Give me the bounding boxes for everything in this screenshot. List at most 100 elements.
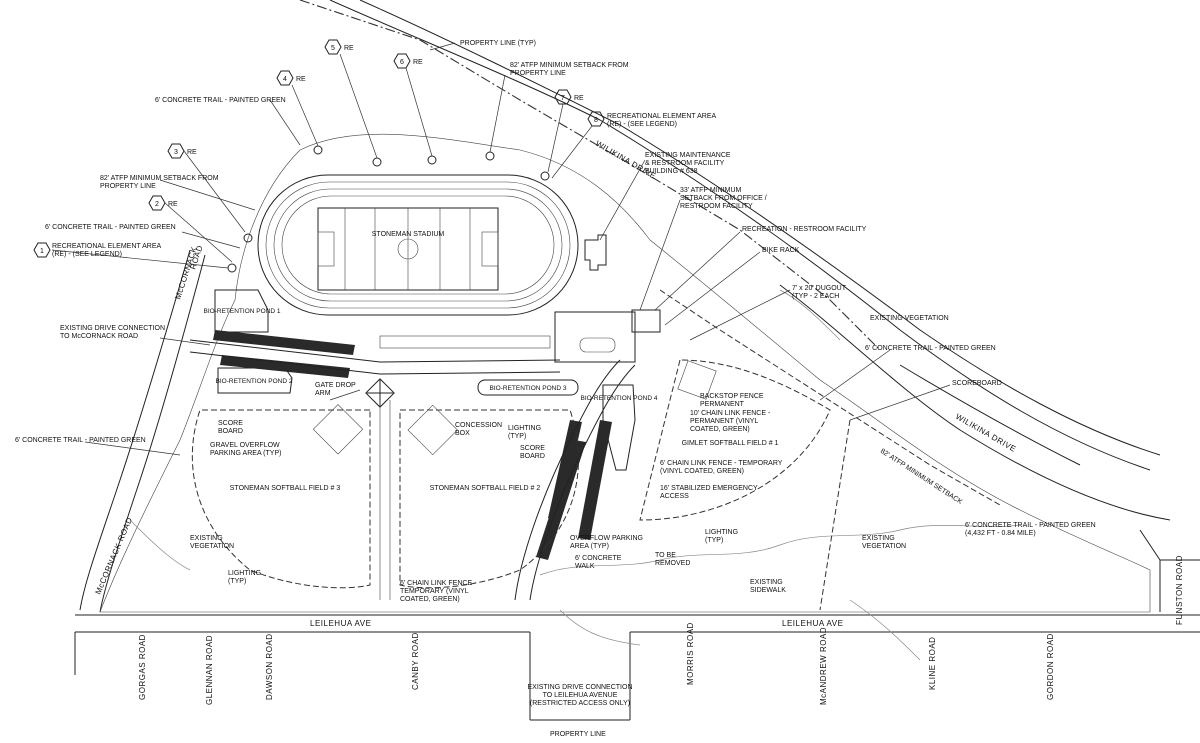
gravel-label-1: GRAVEL OVERFLOW [210,442,280,449]
chain-perm-label-1: 10' CHAIN LINK FENCE - [690,410,771,417]
dugout-label-2: (TYP - 2 EACH [792,293,839,300]
pond-2-label: BIO-RETENTION POND 2 [216,378,293,385]
maintenance-label-1: EXISTING MAINTENANCE [645,152,731,159]
gimlet-label: GIMLET SOFTBALL FIELD # 1 [682,440,779,447]
overflow-label-2: AREA (TYP) [570,543,609,550]
access-line [819,419,851,611]
leilehua-ave [74,614,1200,721]
walk-label-1: 6' CONCRETE [575,555,622,562]
score-board-e-label-2: BOARD [520,453,545,460]
re-area-1-label-2: (RE) - (SEE LEGEND) [52,251,122,258]
chain-temp-label-1: 6' CHAIN LINK FENCE - TEMPORARY [660,460,783,467]
maintenance-building [584,234,607,271]
gordon-road-label: GORDON ROAD [1046,633,1055,700]
trail-top-label: 6' CONCRETE TRAIL - PAINTED GREEN [155,97,286,104]
re-marker-5-text: RE [344,45,354,52]
score-board-e-label-1: SCORE [520,445,545,452]
mcandrew-road-label: McANDREW ROAD [819,627,828,705]
existing-veg-w-label-2: VEGETATION [190,543,234,550]
restroom-facility [631,309,661,333]
chain-perm-label-3: COATED, GREEN) [690,426,750,433]
re-marker-1-num: 1 [40,248,44,255]
drive-leilehua-label-1: EXISTING DRIVE CONNECTION [527,684,632,691]
lighting-typ-label-2: (TYP) [508,433,526,440]
dawson-road-label: DAWSON ROAD [265,633,274,700]
setback-33-label-3: RESTROOM FACILITY [680,203,753,210]
stadium-label: STONEMAN STADIUM [372,231,445,238]
setback-82-left-label: 82' ATFP MINIMUM SETBACK FROM [100,175,219,182]
pond-4-label: BIO-RETENTION POND 4 [581,395,658,402]
gate-label-2: ARM [315,390,331,397]
funston-label: FUNSTON ROAD [1175,555,1184,625]
re-marker-2: 2 RE [148,195,178,211]
chain-low-label-3: COATED, GREEN) [400,596,460,603]
score-board-w-label-1: SCORE [218,420,243,427]
bike-rack-label: BIKE RACK [762,247,800,254]
re-marker-4-text: RE [296,76,306,83]
rec-restroom-label: RECREATION - RESTROOM FACILITY [742,226,867,233]
parking-areas [189,311,636,560]
trail-south-label: 6' CONCRETE TRAIL - PAINTED GREEN [965,522,1096,529]
sidewalk-label-1: EXISTING [750,579,783,586]
setback-82-top-label-2: PROPERTY LINE [510,70,566,77]
glennan-road-label: GLENNAN ROAD [205,635,214,705]
setback-line-east [659,289,1001,506]
gate-label-1: GATE DROP [315,382,356,389]
re-marker-2-text: RE [168,201,178,208]
re-marker-6-text: RE [413,59,423,66]
score-board-w-label-2: BOARD [218,428,243,435]
kline-road-label: KLINE ROAD [928,637,937,690]
leader-lines [51,42,951,456]
canby-road-label: CANBY ROAD [411,632,420,690]
field-3-label: STONEMAN SOFTBALL FIELD # 3 [230,485,341,492]
lighting-typ-label-1: LIGHTING [508,425,541,432]
backstop-label-2: PERMANENT [700,401,745,408]
pond-1-label: BIO-RETENTION POND 1 [204,308,281,315]
property-line-label: PROPERTY LINE [550,731,606,738]
re-area-1-label: RECREATIONAL ELEMENT AREA [52,243,162,250]
lighting-w-label-1: LIGHTING [228,570,261,577]
re-marker-4: 4 RE [276,70,306,86]
existing-drive-label-1: EXISTING DRIVE CONNECTION [60,325,165,332]
overflow-label-1: OVERFLOW PARKING [570,535,643,542]
re-marker-8: 8 [587,111,605,127]
existing-veg-w-label-1: EXISTING [190,535,223,542]
re-marker-7-num: 7 [561,95,565,102]
walk-label-2: WALK [575,563,595,570]
wilikina-lower-label: WILIKINA DRIVE [954,412,1018,454]
pond-4: BIO-RETENTION POND 4 [581,384,658,471]
removed-label-1: TO BE [655,552,676,559]
gorgas-road-label: GORGAS ROAD [138,634,147,700]
backstop-label-1: BACKSTOP FENCE [700,393,764,400]
setback-33-label-1: 33' ATFP MINIMUM [680,187,742,194]
pond-3-label: BIO-RETENTION POND 3 [490,385,567,392]
existing-veg-c-label-2: VEGETATION [862,543,906,550]
sidewalk-label-2: SIDEWALK [750,587,786,594]
re-elements [227,145,550,273]
trail-south-label-2: (4,432 FT - 0.84 MILE) [965,530,1036,537]
removed-label-2: REMOVED [655,560,690,567]
mccornack-road [79,249,206,613]
re-marker-3-num: 3 [174,149,178,156]
chain-low-label-2: TEMPORARY (VINYL [400,588,469,595]
softball-field-3: STONEMAN SOFTBALL FIELD # 3 [191,404,371,589]
re-marker-7-text: RE [574,95,584,102]
setback-82-left-label-2: PROPERTY LINE [100,183,156,190]
lighting-c-label-2: (TYP) [705,537,723,544]
chain-low-label-1: 6' CHAIN LINK FENCE - [400,580,477,587]
wilikina-drive [329,0,1171,521]
concrete-trail [99,133,1151,613]
leilehua-w-label: LEILEHUA AVE [310,619,371,628]
trail-left-label: 6' CONCRETE TRAIL - PAINTED GREEN [45,224,176,231]
trail-west-label: 6' CONCRETE TRAIL - PAINTED GREEN [15,437,146,444]
pond-2: BIO-RETENTION POND 2 [216,367,293,394]
emergency-label-2: ACCESS [660,493,689,500]
re-area-8-label-2: (RE) - (SEE LEGEND) [607,121,677,128]
morris-road-label: MORRIS ROAD [686,622,695,685]
lighting-w-label-2: (TYP) [228,578,246,585]
dugout-label-1: 7' x 20' DUGOUT [792,285,847,292]
re-marker-3-text: RE [187,149,197,156]
trail-east-label: 6' CONCRETE TRAIL - PAINTED GREEN [865,345,996,352]
chain-perm-label-2: PERMANENT (VINYL [690,418,758,425]
field-2-label: STONEMAN SOFTBALL FIELD # 2 [430,485,541,492]
